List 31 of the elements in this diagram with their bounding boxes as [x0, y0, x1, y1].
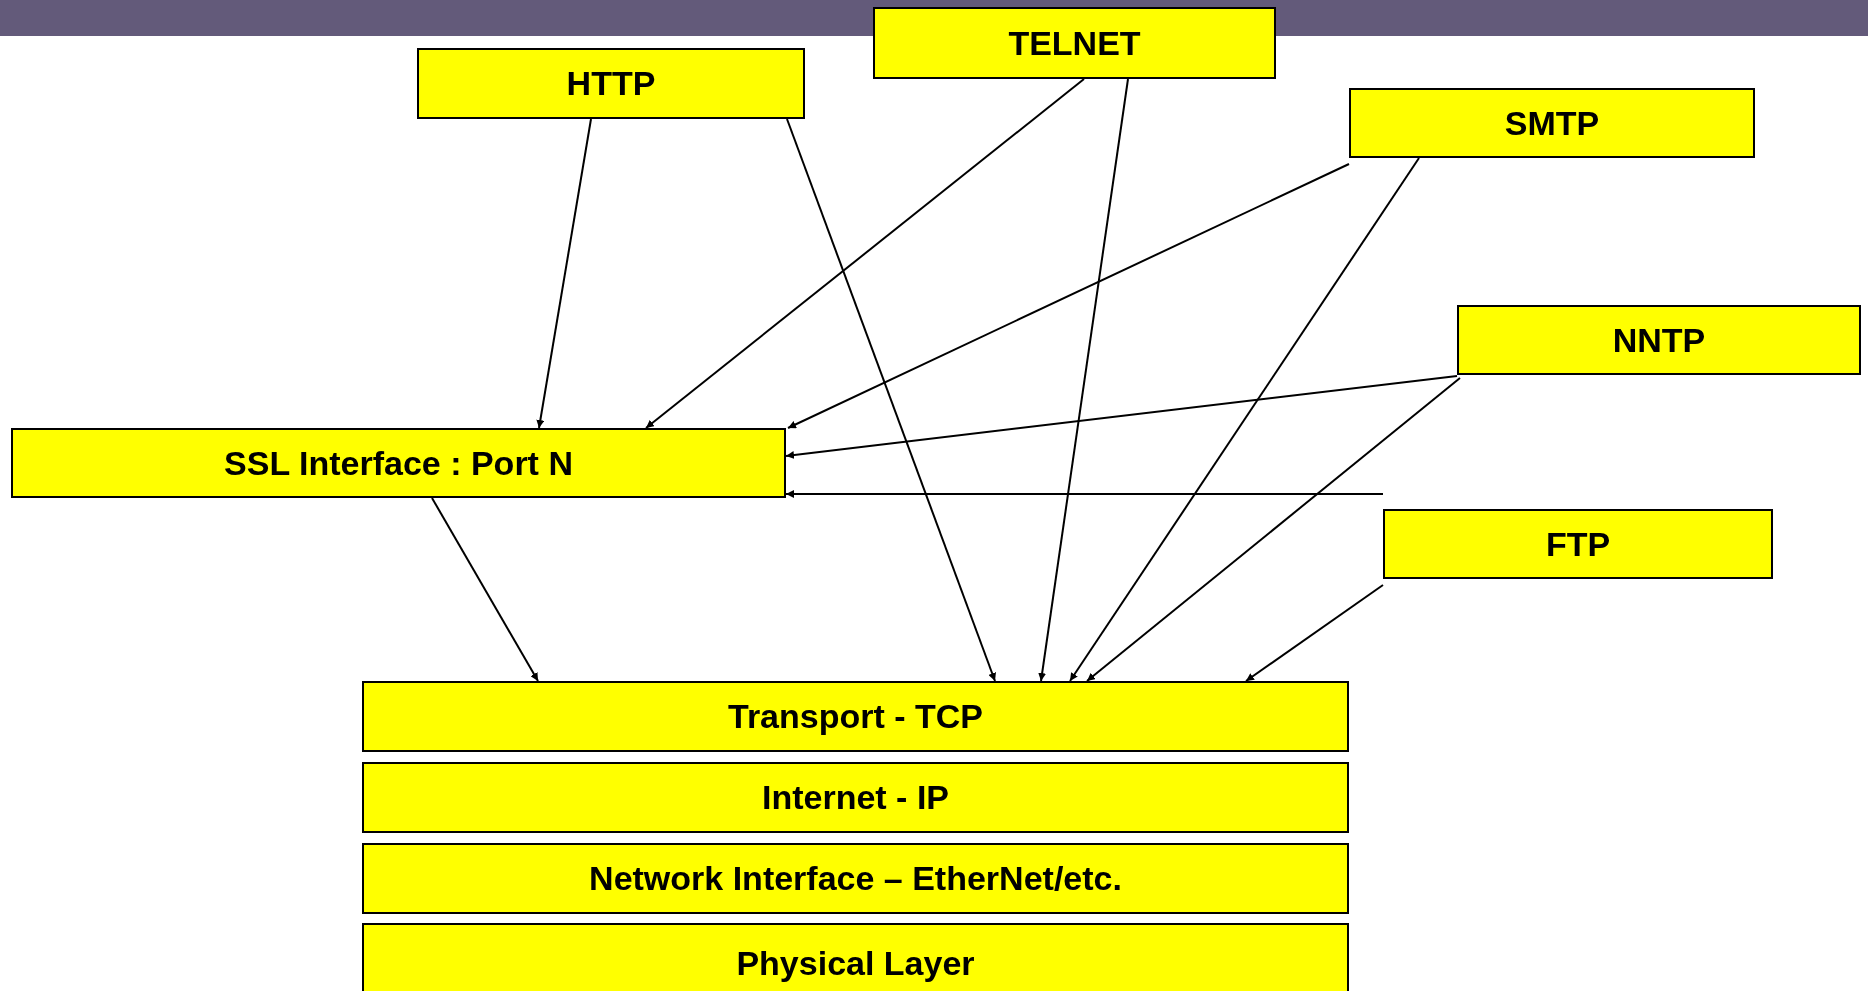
arrow	[785, 490, 1384, 498]
box-label: HTTP	[566, 64, 656, 103]
arrow	[536, 118, 592, 429]
layer-box	[362, 681, 1349, 752]
arrow	[1245, 584, 1384, 682]
box-label: Internet - IP	[762, 778, 949, 817]
box-label: FTP	[1545, 524, 1611, 564]
arrow	[787, 163, 1350, 429]
arrow	[431, 497, 539, 682]
box-label: SSL Interface : Port N	[224, 443, 573, 483]
box-label: TELNET	[1008, 23, 1141, 63]
box-label: Physical Layer	[736, 943, 975, 983]
arrow	[1069, 157, 1420, 682]
layer-box	[11, 428, 786, 498]
layer-box	[417, 48, 805, 119]
box-label: Network Interface – EtherNet/etc.	[589, 859, 1122, 898]
layer-box	[1383, 509, 1773, 579]
layer-box	[1457, 305, 1861, 375]
layer-box	[362, 843, 1349, 914]
layer-box	[362, 762, 1349, 833]
layer-box	[1349, 88, 1755, 158]
arrow	[645, 78, 1085, 429]
box-label: SMTP	[1504, 103, 1600, 143]
arrow	[785, 375, 1458, 459]
layer-box	[873, 7, 1276, 79]
box-label: NNTP	[1612, 320, 1706, 360]
arrow	[786, 118, 996, 682]
box-label: Transport - TCP	[728, 697, 983, 736]
arrow	[1038, 78, 1129, 682]
layer-box	[362, 923, 1349, 991]
arrow	[1086, 377, 1461, 682]
